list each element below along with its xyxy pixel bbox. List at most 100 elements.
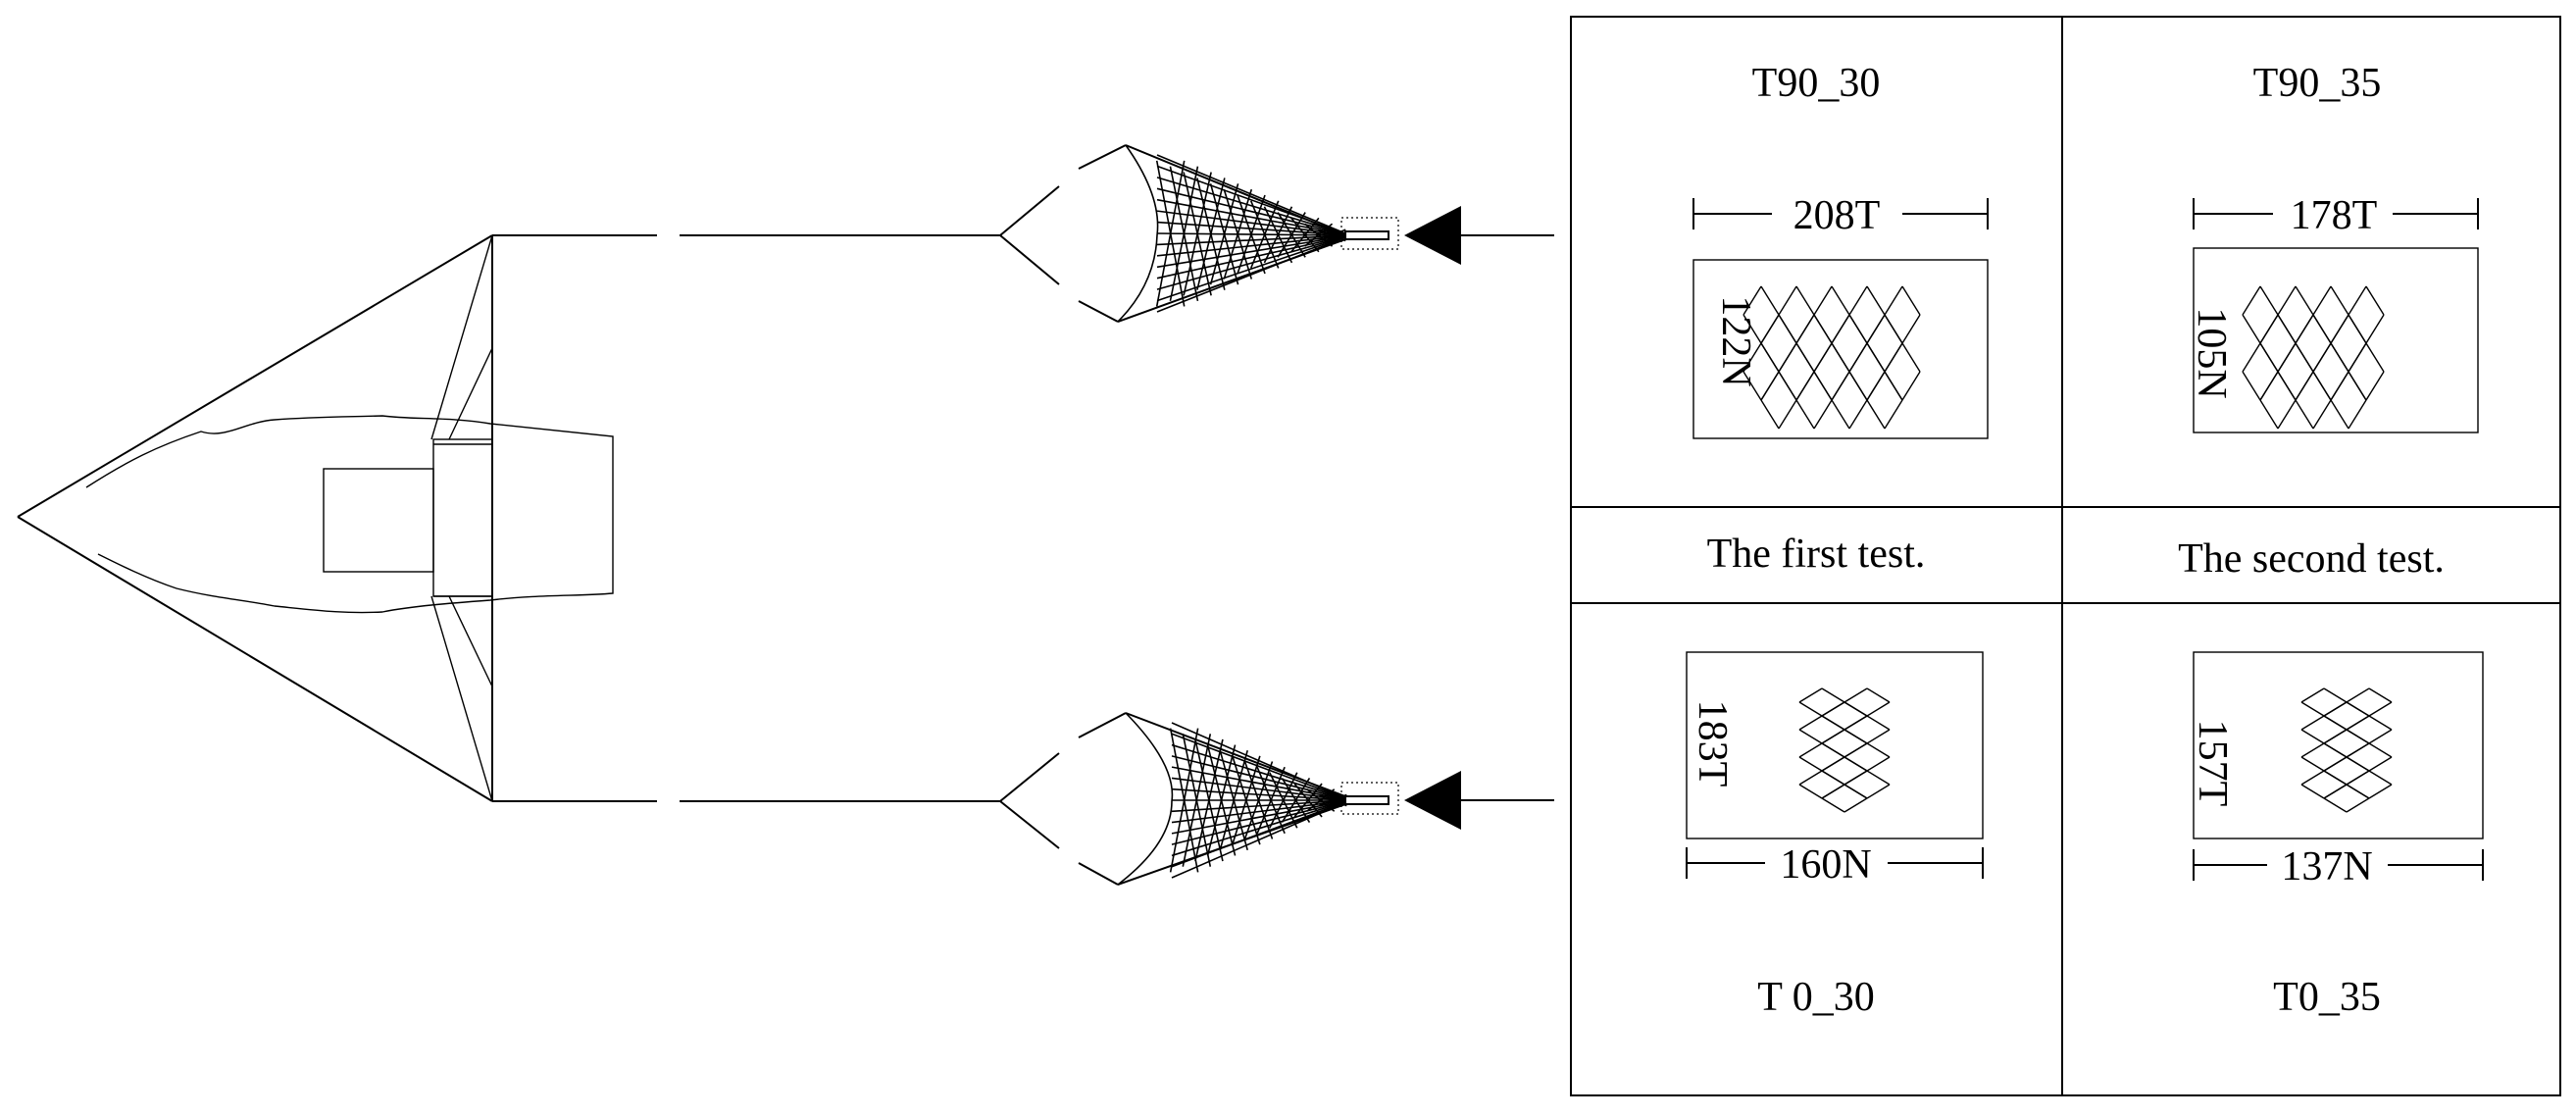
mesh-line — [2323, 742, 2348, 758]
mesh-line — [2312, 371, 2332, 401]
mesh-line — [1237, 194, 1266, 275]
mesh-line — [1831, 285, 1850, 316]
mesh-line — [2259, 342, 2279, 373]
mesh-sample-box — [1686, 651, 1984, 839]
mesh-line — [1866, 729, 1891, 744]
mesh-line — [1813, 399, 1833, 430]
mesh-line — [1156, 221, 1346, 236]
mesh-line — [1798, 756, 1823, 772]
mesh-line — [1171, 800, 1346, 835]
mesh-line — [2323, 770, 2348, 786]
mesh-line — [1795, 371, 1815, 401]
side-label: 122N — [1713, 295, 1758, 386]
mesh-line — [1156, 198, 1346, 235]
mesh-diamond-pattern — [2242, 285, 2385, 430]
mesh-line — [1249, 200, 1280, 269]
mesh-line — [2277, 371, 2297, 401]
second-test-label: The second test. — [2178, 536, 2445, 582]
mesh-line — [2330, 371, 2349, 401]
mesh-line — [2295, 371, 2314, 401]
mesh-line — [1290, 217, 1320, 253]
panel-t0-30: 183T 160N T 0_30 — [1686, 651, 1984, 1020]
mesh-line — [1821, 756, 1845, 772]
mesh-line — [1269, 772, 1298, 829]
side-label: 183T — [1690, 700, 1735, 788]
width-label: 178T — [2291, 193, 2378, 238]
mesh-line — [2348, 399, 2367, 430]
mesh-line — [2346, 797, 2370, 813]
mesh-line — [1795, 285, 1815, 316]
mesh-diamond-pattern — [2300, 687, 2393, 813]
mesh-line — [1866, 285, 1886, 316]
mesh-line — [1798, 770, 1823, 786]
mesh-line — [2323, 784, 2348, 799]
mesh-line — [2323, 797, 2348, 813]
mesh-line — [2365, 371, 2385, 401]
mesh-line — [1821, 742, 1845, 758]
mesh-line — [2300, 756, 2325, 772]
mesh-line — [2312, 314, 2332, 344]
mesh-line — [1795, 399, 1815, 430]
mesh-line — [1219, 750, 1248, 850]
mesh-line — [2365, 285, 2385, 316]
lower-inner-diagonal-2 — [448, 595, 493, 687]
codend-box — [323, 468, 434, 573]
mesh-line — [2295, 399, 2314, 430]
mesh-line — [1821, 770, 1845, 786]
trawl-net-drawing — [17, 234, 1000, 802]
mesh-line — [1813, 371, 1833, 401]
mesh-line — [2259, 285, 2279, 316]
mesh-line — [1866, 371, 1886, 401]
mesh-line — [2346, 756, 2370, 772]
upper-codend-frame-top — [999, 144, 1127, 236]
mesh-line — [1778, 399, 1797, 430]
mesh-line — [2368, 770, 2393, 786]
mesh-line — [2242, 285, 2261, 316]
mesh-line — [2365, 342, 2385, 373]
mesh-diamond-pattern — [1743, 285, 1921, 430]
mesh-line — [1798, 701, 1823, 717]
mesh-line — [2323, 756, 2348, 772]
upper-codend-mesh — [1155, 154, 1346, 313]
mesh-line — [2348, 285, 2367, 316]
mesh-line — [2277, 342, 2297, 373]
upper-codend-frame-bottom — [999, 234, 1119, 323]
mesh-line — [1743, 314, 1762, 344]
mesh-line — [1866, 342, 1886, 373]
mesh-line — [2323, 715, 2348, 731]
mesh-line — [1831, 314, 1850, 344]
mesh-line — [2295, 314, 2314, 344]
mesh-line — [1760, 342, 1780, 373]
net-body-outline — [85, 415, 614, 614]
mesh-line — [1866, 742, 1891, 758]
mesh-line — [2330, 285, 2349, 316]
mesh-line — [2365, 314, 2385, 344]
mesh-line — [1844, 797, 1868, 813]
mesh-line — [1844, 742, 1868, 758]
mesh-line — [2259, 314, 2279, 344]
mesh-diamond-pattern — [1798, 687, 1891, 813]
mesh-line — [1831, 399, 1850, 430]
mesh-line — [2348, 342, 2367, 373]
mesh-line — [1848, 285, 1868, 316]
mesh-line — [1884, 285, 1903, 316]
mesh-line — [1293, 783, 1323, 818]
mesh-line — [2346, 715, 2370, 731]
mesh-line — [2323, 729, 2348, 744]
mesh-line — [1778, 371, 1797, 401]
mesh-line — [2295, 342, 2314, 373]
mesh-line — [1778, 314, 1797, 344]
panel-title: T0_35 — [2273, 975, 2381, 1020]
mesh-line — [1760, 314, 1780, 344]
mesh-line — [1209, 183, 1239, 285]
mesh-line — [1277, 212, 1306, 258]
mesh-line — [1171, 766, 1346, 800]
mesh-line — [1778, 342, 1797, 373]
mesh-line — [1866, 701, 1891, 717]
mesh-line — [1821, 797, 1845, 813]
mesh-line — [1319, 793, 1347, 807]
upper-inner-diagonal-2 — [448, 347, 493, 440]
mesh-line — [2300, 729, 2325, 744]
mesh-line — [2300, 701, 2325, 717]
